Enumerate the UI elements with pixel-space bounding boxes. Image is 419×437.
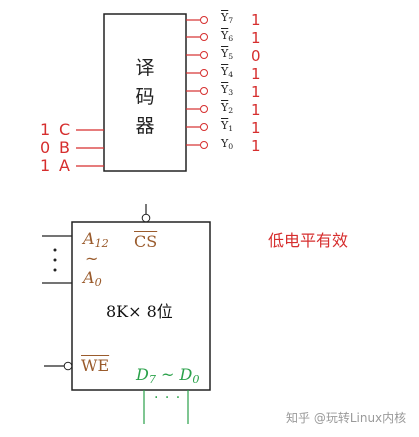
output-letter: Y	[221, 65, 229, 78]
output-subscript: 0	[228, 142, 234, 152]
output-label-y0: Y0	[221, 137, 233, 151]
output-label-y6: Y6	[221, 29, 233, 43]
we-label: WE	[81, 356, 110, 375]
output-value: 1	[251, 119, 261, 137]
address-high-label: A12	[83, 229, 109, 250]
data-range-label: D7 ~ D0	[136, 365, 200, 386]
output-value: 1	[251, 29, 261, 47]
output-label-y4: Y4	[221, 65, 233, 79]
decoder-box	[103, 13, 187, 172]
input-value-c: 1	[40, 120, 51, 139]
output-label-y5: Y5	[221, 47, 233, 61]
decoder-title-line: 器	[135, 115, 155, 137]
we-bubble	[63, 361, 73, 371]
input-letter-a: A	[59, 156, 70, 175]
output-value: 1	[251, 11, 261, 29]
output-letter: Y	[221, 11, 229, 24]
output-subscript: 6	[228, 34, 234, 44]
decoder-title-line: 译	[135, 57, 155, 79]
input-value-b: 0	[40, 138, 51, 157]
watermark-text: 知乎 @玩转Linux内核	[286, 411, 407, 425]
address-letter: A	[83, 229, 95, 248]
address-subscript: 0	[94, 276, 102, 290]
input-letter-b: B	[59, 138, 70, 157]
output-label-y3: Y3	[221, 83, 233, 97]
output-label-y2: Y2	[221, 101, 233, 115]
vertical-ellipsis-icon	[53, 248, 57, 272]
output-subscript: 7	[228, 16, 234, 26]
address-tilde: ~	[85, 249, 99, 268]
output-subscript: 5	[228, 52, 234, 62]
output-subscript: 3	[228, 88, 234, 98]
output-letter: Y	[221, 119, 229, 132]
active-low-note: 低电平有效	[268, 231, 349, 250]
data-dots: · · ·	[154, 390, 182, 406]
cs-label: CS	[134, 232, 158, 251]
decoder-output-pins	[186, 16, 208, 149]
decoder-title-line: 码	[135, 86, 155, 108]
output-letter: Y	[221, 83, 229, 96]
output-letter: Y	[221, 29, 229, 42]
data-letter: D	[179, 365, 193, 384]
memory-chip-box	[71, 221, 211, 391]
data-letter: D	[136, 365, 149, 384]
output-subscript: 2	[228, 106, 234, 116]
output-subscript: 4	[228, 70, 234, 80]
output-letter: Y	[221, 137, 229, 150]
output-letter: Y	[221, 101, 229, 114]
data-subscript: 7	[148, 373, 156, 387]
data-subscript: 0	[192, 373, 200, 387]
input-letter-c: C	[59, 120, 71, 139]
output-label-y1: Y1	[221, 119, 233, 133]
output-letter: Y	[221, 47, 229, 60]
decoder-title: 译 码 器	[133, 54, 157, 141]
output-value: 0	[251, 47, 261, 65]
output-subscript: 1	[228, 124, 234, 134]
output-value: 1	[251, 137, 261, 155]
output-value: 1	[251, 101, 261, 119]
output-value: 1	[251, 83, 261, 101]
address-ellipsis	[52, 246, 58, 274]
output-label-y7: Y7	[221, 11, 233, 25]
data-tilde: ~	[161, 365, 175, 384]
output-value: 1	[251, 65, 261, 83]
address-subscript: 12	[94, 237, 109, 251]
address-low-label: A0	[83, 268, 102, 289]
cs-bubble	[141, 213, 151, 223]
capacity-label: 8K× 8位	[106, 302, 173, 321]
address-pins	[42, 235, 72, 284]
data-pins	[143, 390, 189, 424]
address-letter: A	[83, 268, 95, 287]
input-value-a: 1	[40, 156, 51, 175]
decoder-input-pins	[76, 129, 104, 167]
